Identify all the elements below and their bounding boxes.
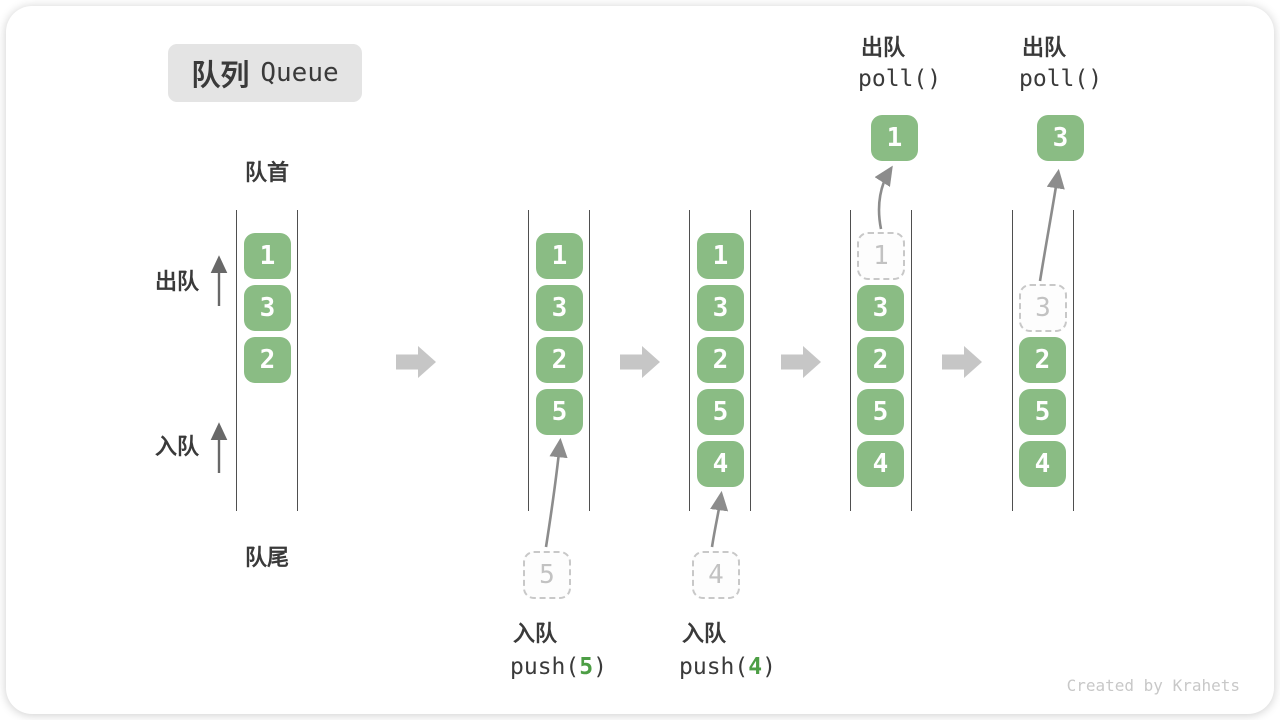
dequeue-op-label: 出队 xyxy=(861,35,906,60)
popped-item: 3 xyxy=(1037,115,1084,161)
queue-item: 5 xyxy=(536,389,583,435)
queue-item: 2 xyxy=(697,337,744,383)
dequeue-side-label: 出队 xyxy=(155,269,200,294)
push-arg: 4 xyxy=(748,654,763,680)
queue-item: 1 xyxy=(536,233,583,279)
popped-item: 1 xyxy=(871,115,918,161)
queue-item: 2 xyxy=(1019,337,1066,383)
watermark: Created by Krahets xyxy=(1066,676,1240,695)
queue-item: 5 xyxy=(857,389,904,435)
queue-item-removed: 3 xyxy=(1019,284,1067,332)
enqueue-op-label: 入队 xyxy=(682,621,727,646)
push-call-close: ) xyxy=(593,654,607,680)
queue-item: 1 xyxy=(244,233,291,279)
queue-item: 5 xyxy=(1019,389,1066,435)
queue-item: 4 xyxy=(697,441,744,487)
title-badge: 队列 Queue xyxy=(168,44,362,102)
title-zh: 队列 xyxy=(191,60,250,92)
queue-item: 4 xyxy=(857,441,904,487)
push-call-open: push( xyxy=(679,654,749,680)
queue-channel xyxy=(236,210,298,511)
push-call-label: push(4) xyxy=(679,654,776,680)
queue-item: 2 xyxy=(536,337,583,383)
queue-item: 3 xyxy=(244,285,291,331)
dequeue-op-label: 出队 xyxy=(1022,35,1067,60)
rear-label: 队尾 xyxy=(244,545,289,570)
queue-item: 1 xyxy=(697,233,744,279)
queue-channel xyxy=(850,210,912,511)
enqueue-side-label: 入队 xyxy=(155,434,200,459)
card-background xyxy=(6,6,1274,714)
queue-item-removed: 1 xyxy=(857,232,905,280)
push-call-open: push( xyxy=(510,654,580,680)
queue-item: 2 xyxy=(244,337,291,383)
title-en: Queue xyxy=(260,58,339,88)
enqueue-op-label: 入队 xyxy=(513,621,558,646)
queue-channel xyxy=(528,210,590,511)
queue-item: 3 xyxy=(857,285,904,331)
poll-call-label: poll() xyxy=(1019,66,1103,92)
pending-item: 5 xyxy=(523,551,571,599)
front-label: 队首 xyxy=(244,160,289,185)
queue-item: 4 xyxy=(1019,441,1066,487)
queue-channel xyxy=(689,210,751,511)
push-call-close: ) xyxy=(762,654,776,680)
push-call-label: push(5) xyxy=(510,654,607,680)
pending-item: 4 xyxy=(692,551,740,599)
queue-item: 5 xyxy=(697,389,744,435)
poll-call-label: poll() xyxy=(858,66,942,92)
queue-channel xyxy=(1012,210,1074,511)
push-arg: 5 xyxy=(579,654,594,680)
queue-item: 2 xyxy=(857,337,904,383)
queue-item: 3 xyxy=(536,285,583,331)
queue-item: 3 xyxy=(697,285,744,331)
